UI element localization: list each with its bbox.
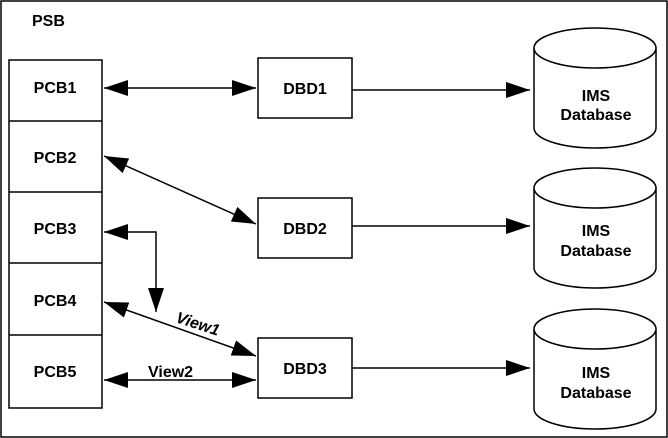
view2-label: View2 [148,364,193,381]
pcb-stack: PCB1 PCB2 PCB3 PCB4 PCB5 [8,59,103,409]
ims-db3-line1: IMS [582,365,611,382]
pcb4-label: PCB4 [34,293,77,310]
pcb4-dbd3-arrow [103,301,257,357]
pcb5-label: PCB5 [34,364,77,381]
ims-db2-line1: IMS [582,223,611,240]
pcb3-label: PCB3 [34,221,77,238]
ims-db3-line2: Database [560,385,631,402]
ims-database-3: IMS Database [533,308,657,430]
pcb2-dbd2-arrow [103,155,257,225]
pcb-stack-border [8,59,103,409]
ims-db2-line2: Database [560,243,631,260]
ims-database-2: IMS Database [533,167,657,289]
dbd3-label: DBD3 [283,361,327,378]
ims-db1-line2: Database [560,107,631,124]
pcb3-bent-arrow [104,224,164,312]
ims-db1-line1: IMS [582,88,611,105]
dbd2-box: DBD2 [257,197,353,259]
ims-database-1: IMS Database [533,27,657,149]
pcb1-label: PCB1 [34,80,77,97]
psb-label: PSB [32,13,65,30]
dbd2-label: DBD2 [283,221,327,238]
pcb2-label: PCB2 [34,150,77,167]
dbd1-label: DBD1 [283,81,327,98]
dbd3-box: DBD3 [257,337,353,399]
dbd1-box: DBD1 [257,57,353,119]
